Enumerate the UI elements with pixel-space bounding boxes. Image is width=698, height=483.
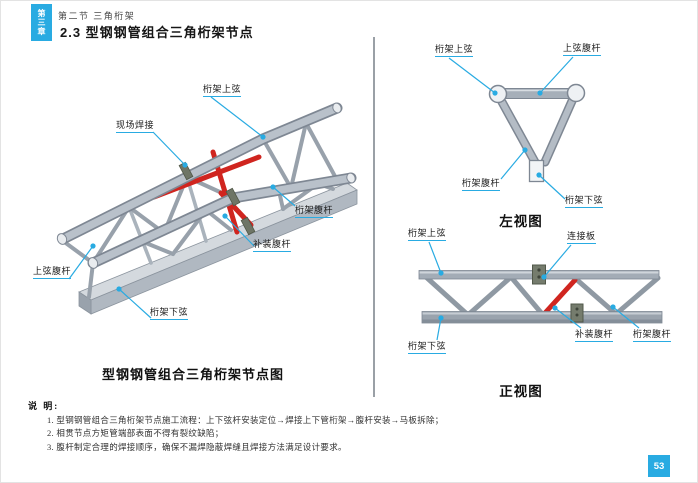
column-divider <box>373 37 375 397</box>
label-lv-bottom-chord: 桁架下弦 <box>565 195 604 209</box>
label-3d-top-chord: 桁架上弦 <box>203 84 242 98</box>
truss-3d-figure <box>56 96 358 319</box>
chapter-tab: 第三章 <box>31 4 52 41</box>
clamp-plates <box>178 161 256 236</box>
chord-section-right <box>566 83 586 103</box>
beam-end-cap <box>78 291 92 315</box>
label-3d-upper-web: 上弦腹杆 <box>33 266 72 280</box>
caption-left-view: 左视图 <box>499 214 543 229</box>
label-fv-plate: 连接板 <box>567 231 596 245</box>
page-number-badge: 53 <box>648 455 670 477</box>
label-fv-added-web: 补装腹杆 <box>575 329 614 343</box>
bottom-chord-section <box>528 159 545 183</box>
label-3d-field-weld: 现场焊接 <box>116 120 155 134</box>
gusset-holes <box>537 268 579 317</box>
leaders-front-view <box>428 241 640 341</box>
front-bottom-chord <box>421 311 663 324</box>
note-line: 2. 相贯节点方矩管端部表面不得有裂纹缺陷； <box>47 428 224 438</box>
page-title: 2.3 型钢钢管组合三角桁架节点 <box>60 25 254 40</box>
front-red-web <box>542 277 578 316</box>
label-fv-web: 桁架腹杆 <box>633 329 672 343</box>
label-fv-bottom-chord: 桁架下弦 <box>408 341 447 355</box>
label-lv-upper-web: 上弦腹杆 <box>563 43 602 57</box>
chord-section-left <box>488 84 508 104</box>
leaders-3d <box>68 96 296 319</box>
notes-block: 说 明: 1. 型钢钢管组合三角桁架节点施工流程：上下弦杆安装定位→焊接上下管桁… <box>28 399 668 453</box>
notes-heading: 说 明: <box>28 401 60 411</box>
label-3d-web: 桁架腹杆 <box>295 205 334 219</box>
section-label: 第二节 三角桁架 <box>58 11 136 21</box>
caption-front-view: 正视图 <box>499 384 543 399</box>
front-gussets <box>532 264 584 323</box>
note-line: 3. 腹杆制定合理的焊接顺序，确保不漏焊隐蔽焊缝且焊接方法满足设计要求。 <box>47 441 347 452</box>
left-view-figure <box>448 56 586 200</box>
label-fv-top-chord: 桁架上弦 <box>408 228 447 242</box>
caption-3d-figure: 型钢钢管组合三角桁架节点图 <box>101 367 284 382</box>
note-line: 1. 型钢钢管组合三角桁架节点施工流程：上下弦杆安装定位→焊接上下管桁架→腹杆安… <box>47 414 444 425</box>
label-3d-bottom-chord: 桁架下弦 <box>150 307 189 321</box>
label-3d-added-web: 补装腹杆 <box>253 239 292 253</box>
leaders-left-view <box>448 56 574 200</box>
label-lv-web: 桁架腹杆 <box>462 178 501 192</box>
front-webs <box>423 274 661 318</box>
label-lv-top-chord: 桁架上弦 <box>435 44 474 58</box>
front-view-figure <box>418 241 663 341</box>
